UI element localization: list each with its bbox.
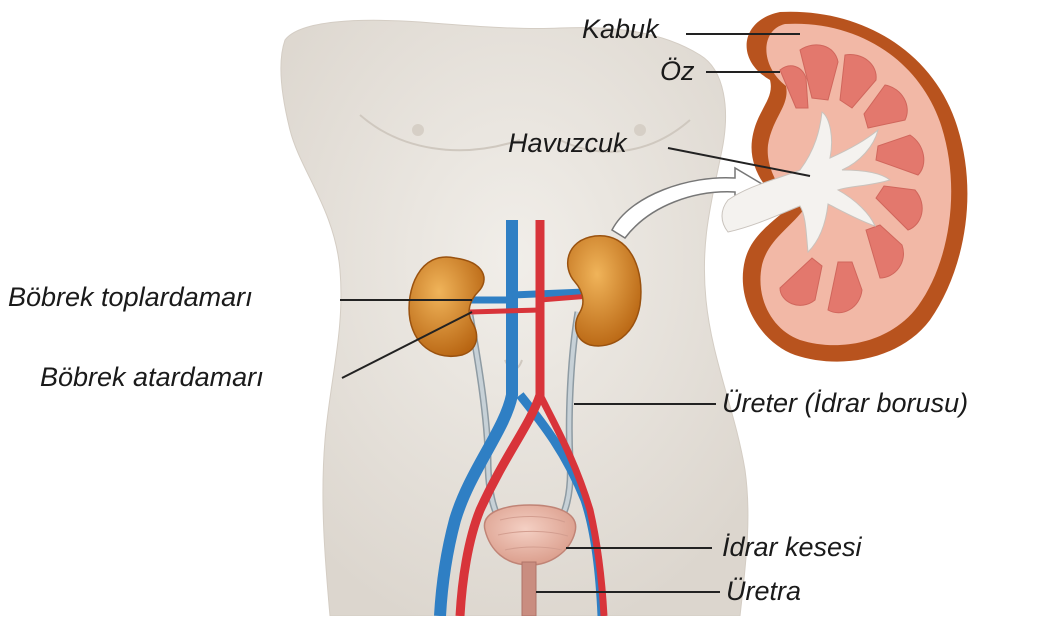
label-urethra: Üretra (726, 578, 801, 605)
label-ureter: Üreter (İdrar borusu) (722, 390, 968, 417)
label-havuzcuk: Havuzcuk (508, 130, 627, 157)
kidney-cross-section (722, 12, 967, 362)
urethra (522, 562, 536, 616)
label-renal-artery: Böbrek atardamarı (40, 364, 264, 391)
label-kabuk: Kabuk (582, 16, 659, 43)
label-renal-vein: Böbrek toplardamarı (8, 284, 253, 311)
label-bladder: İdrar kesesi (722, 534, 862, 561)
label-oz: Öz (660, 58, 695, 85)
